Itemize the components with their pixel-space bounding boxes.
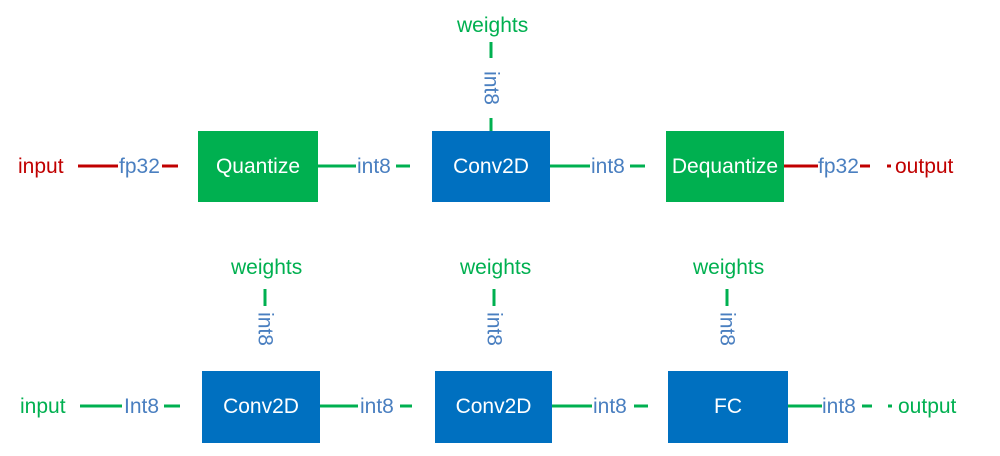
conv2d-box-2: Conv2D [435, 371, 552, 443]
fc-box-label: FC [714, 395, 742, 418]
row2-weights-dtype-label-2: int8 [482, 312, 506, 346]
row1-weights-dtype-label: int8 [479, 71, 503, 105]
row1-edge-label-int8-2: int8 [591, 155, 625, 178]
conv2d-box-1-label: Conv2D [223, 395, 299, 418]
row2-edge-label-int8-1: int8 [360, 395, 394, 418]
fc-box: FC [668, 371, 788, 443]
row2-weights-label-3: weights [693, 256, 765, 279]
quantize-box: Quantize [198, 131, 318, 202]
row2-edge-label-int8-out: int8 [822, 395, 856, 418]
row1-edge-label-fp32-in: fp32 [119, 155, 160, 178]
row2-output-label: output [898, 395, 957, 418]
conv2d-box-label: Conv2D [453, 154, 529, 178]
row2-edge-label-int8-in: Int8 [124, 395, 160, 418]
row2-weights-dtype-label-1: int8 [253, 312, 277, 346]
row2-edge-label-int8-2: int8 [593, 395, 627, 418]
row2-input-label: input [20, 395, 66, 418]
row1-edge-label-int8-1: int8 [357, 155, 391, 178]
row2-weights-label-1: weights [231, 256, 303, 279]
dequantize-box-label: Dequantize [671, 154, 779, 178]
conv2d-box-1: Conv2D [202, 371, 320, 443]
row1-edge-label-fp32-out: fp32 [818, 155, 859, 178]
quantize-box-label: Quantize [215, 154, 301, 178]
row2-weights-label-2: weights [460, 256, 532, 279]
conv2d-box-2-label: Conv2D [455, 395, 532, 418]
row1-weights-label: weights [457, 14, 529, 37]
row1-input-label: input [18, 155, 64, 178]
row1-output-label: output [895, 155, 954, 178]
dequantize-box: Dequantize [666, 131, 784, 202]
conv2d-box: Conv2D [432, 131, 550, 202]
row2-weights-dtype-label-3: int8 [715, 312, 739, 346]
